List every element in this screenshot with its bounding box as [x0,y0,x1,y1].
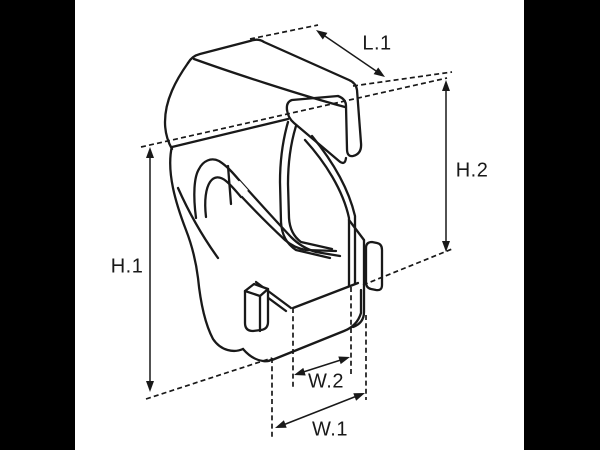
bottom-channel-right-wall [303,134,366,329]
arch-loop [193,158,248,220]
dimension-label-w2: W.2 [308,370,344,393]
dimension-arrow-w2 [294,356,350,376]
dimension-label-h2: H.2 [455,159,489,182]
extension-line-bottom-left [145,357,273,400]
dimension-arrow-h1 [146,147,154,392]
dimension-label-h1: H.1 [110,255,144,278]
pillarbox-right [524,0,600,450]
clip-part [163,38,384,363]
dimension-arrow-w1 [275,393,365,428]
dimension-arrow-h2 [442,80,450,252]
dimension-label-l1: L.1 [362,32,392,55]
dimension-arrow-l1 [316,30,385,77]
extension-line-top-diagonal [140,77,448,148]
top-channel [163,38,363,165]
front-tab [243,282,270,333]
extension-line-l1-top [249,24,319,40]
pillarbox-left [0,0,75,450]
middle-straps [237,120,342,260]
dimension-annotations [140,24,453,437]
extension-line-l1-bottom [352,71,453,87]
dimension-label-w1: W.1 [312,418,348,441]
right-tab [364,240,384,292]
